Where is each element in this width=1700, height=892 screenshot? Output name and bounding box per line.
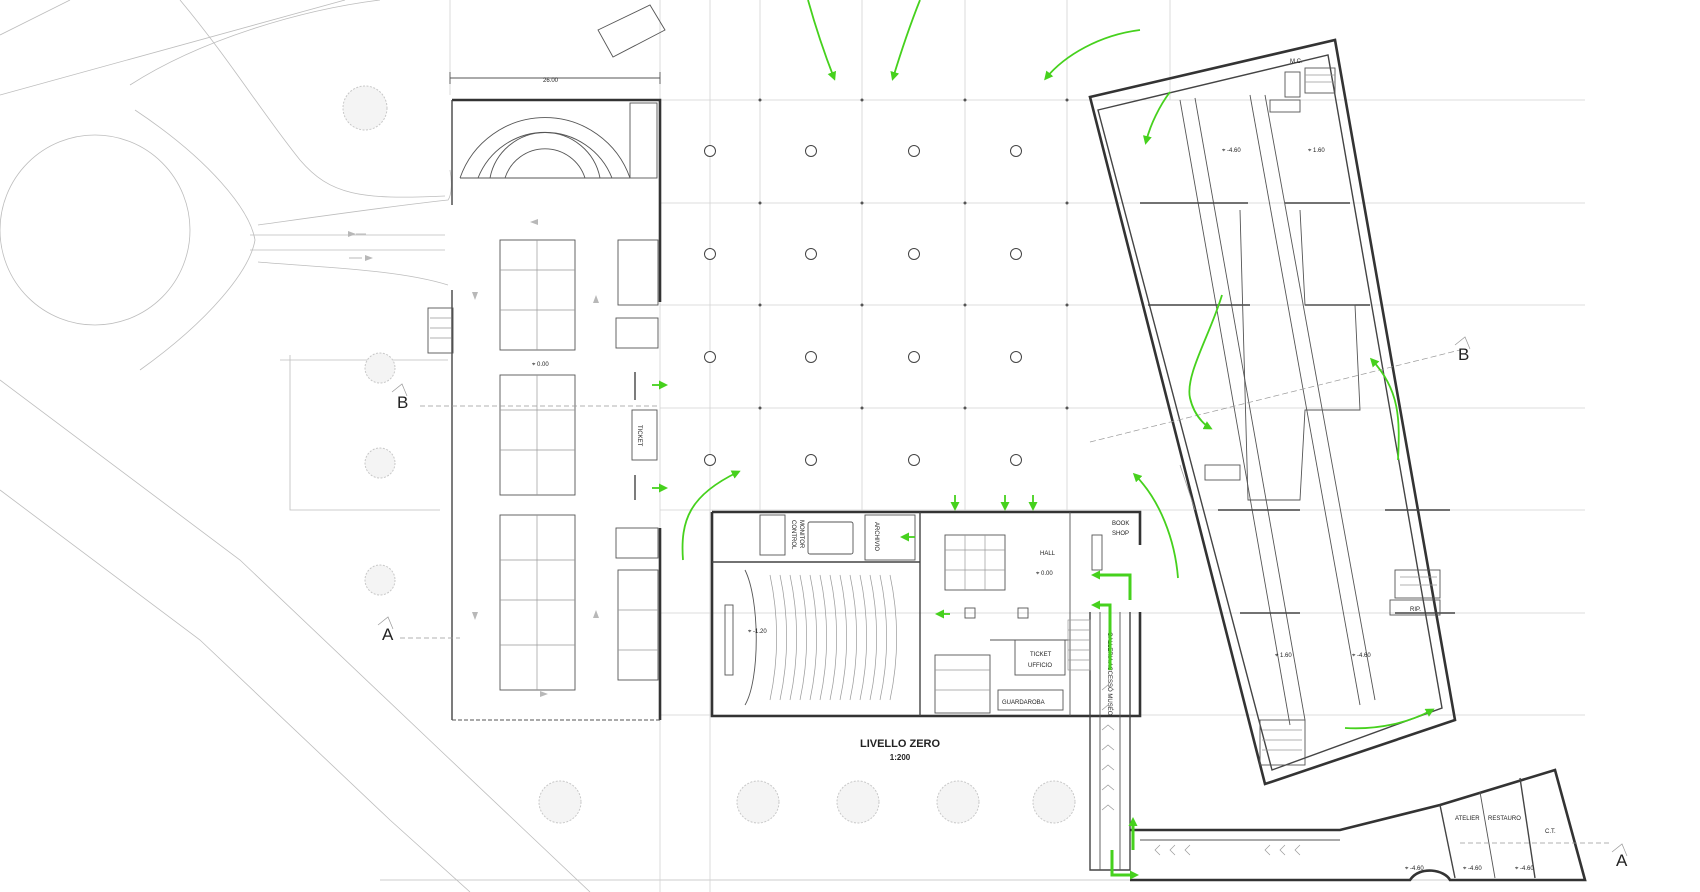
section-a-right: A bbox=[1616, 851, 1628, 870]
drawing-scale: 1:200 bbox=[890, 753, 911, 762]
section-b-left: B bbox=[397, 393, 408, 412]
trees bbox=[342, 85, 1076, 824]
section-a-left: A bbox=[382, 625, 394, 644]
circulation-arrows bbox=[652, 0, 1435, 880]
drawing-title: LIVELLO ZERO bbox=[860, 738, 941, 750]
dimension-label: 26.00 bbox=[543, 78, 559, 84]
mc-label: M.C. bbox=[1290, 59, 1303, 65]
archivio-label: ARCHIVIO bbox=[873, 522, 879, 551]
parking-level: ⌖ 0.00 bbox=[532, 362, 549, 368]
atelier-label: ATELIER bbox=[1455, 816, 1480, 822]
atelier-level-1: ⌖ -4.60 bbox=[1405, 866, 1424, 872]
ct-label: C.T. bbox=[1545, 829, 1556, 835]
section-lines: B B A A bbox=[377, 336, 1628, 870]
book-label: BOOK bbox=[1112, 521, 1129, 527]
shop-label: SHOP bbox=[1112, 531, 1129, 537]
site-roads bbox=[0, 0, 1560, 892]
hall-level: ⌖ 0.00 bbox=[1036, 571, 1053, 577]
small-building bbox=[597, 4, 666, 58]
ufficio-label: UFFICIO bbox=[1028, 663, 1052, 669]
museum-level-ne: ⌖ 1.60 bbox=[1308, 148, 1325, 154]
atelier-level-3: ⌖ -4.60 bbox=[1515, 866, 1534, 872]
restauro-label: RESTAURO bbox=[1488, 816, 1521, 822]
central-block: MONITOR CONTROL ARCHIVIO ⌖ -1.20 bbox=[710, 510, 1142, 871]
museum-level-sw: ⌖ 1.60 bbox=[1275, 653, 1292, 659]
museum-level-nw: ⌖ -4.60 bbox=[1222, 148, 1241, 154]
museum-block: RIP. M.C. ⌖ -4.60 ⌖ 1.60 ⌖ 1.60 ⌖ -4.60 bbox=[1088, 38, 1461, 786]
parking-block: 26.00 TICKET ⌖ 0.00 bbox=[348, 72, 662, 721]
museum-level-se: ⌖ -4.60 bbox=[1352, 653, 1371, 659]
hall-label: HALL bbox=[1040, 551, 1056, 557]
drawing-title-block: LIVELLO ZERO 1:200 bbox=[860, 738, 941, 762]
galleria-label: GALLERIA ACCESSO MUSEO bbox=[1106, 632, 1112, 716]
section-b-right: B bbox=[1458, 345, 1469, 364]
monitor-control-label-2: CONTROL bbox=[790, 520, 796, 550]
atelier-level-2: ⌖ -4.60 bbox=[1463, 866, 1482, 872]
structural-grid bbox=[449, 0, 1585, 892]
guardaroba-label: GUARDAROBA bbox=[1002, 700, 1045, 706]
ticket-label: TICKET bbox=[1030, 652, 1052, 658]
rip-label: RIP. bbox=[1410, 607, 1421, 613]
parking-ticket-label: TICKET bbox=[636, 425, 642, 447]
auditorium-seats bbox=[724, 569, 897, 706]
auditorium-level: ⌖ -1.20 bbox=[748, 629, 767, 635]
atelier-corridor: ATELIER RESTAURO C.T. ⌖ -4.60 ⌖ -4.60 ⌖ … bbox=[1130, 768, 1587, 882]
plaza-columns bbox=[704, 98, 1069, 466]
monitor-control-label: MONITOR bbox=[798, 520, 804, 549]
